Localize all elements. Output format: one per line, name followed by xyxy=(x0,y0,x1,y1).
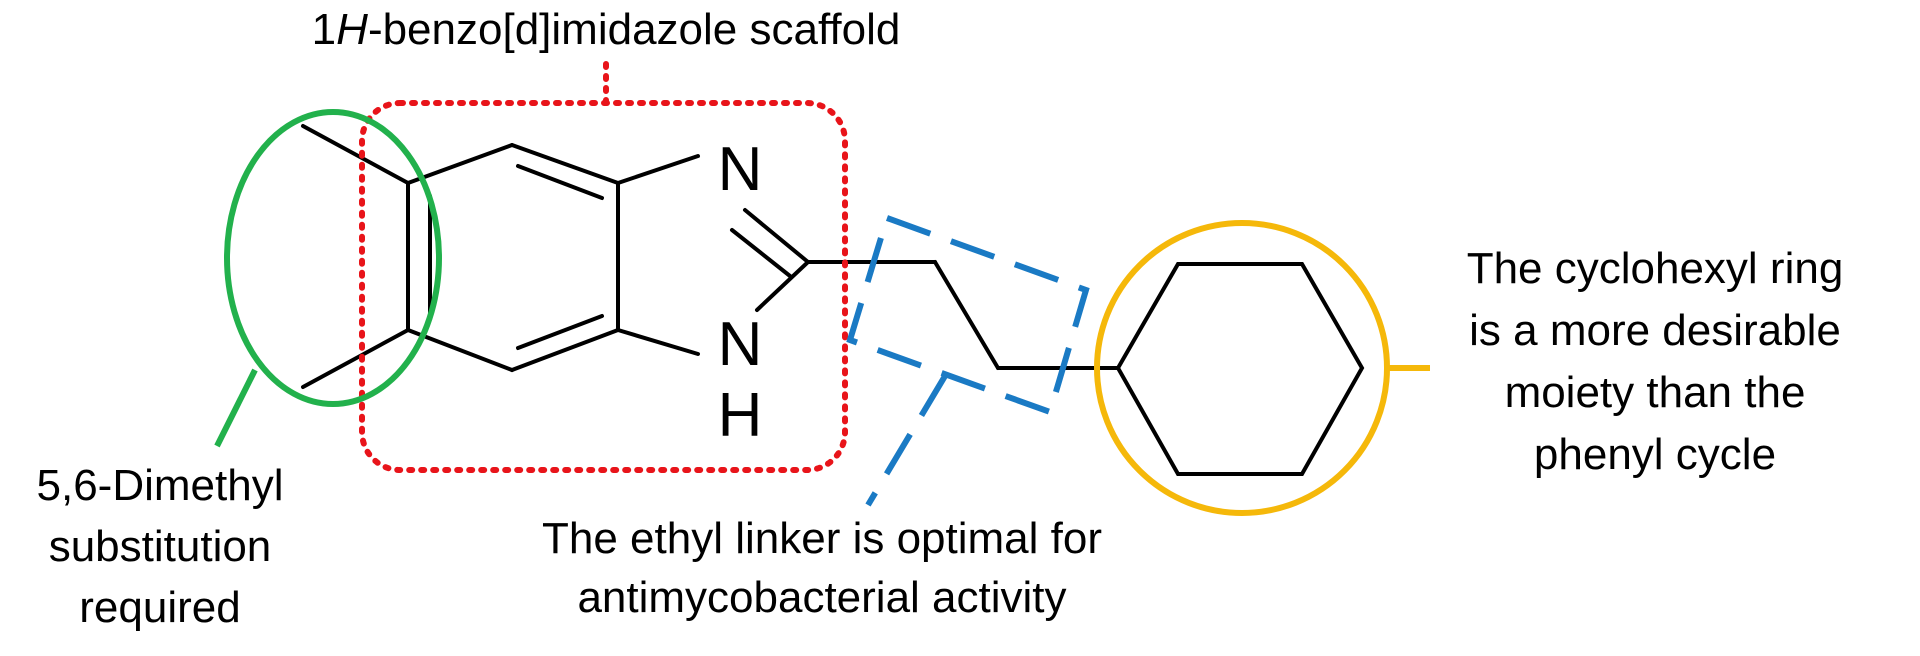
benzene-bond-2 xyxy=(510,143,620,185)
scaffold-highlight xyxy=(359,61,848,473)
benzene-bond-1 xyxy=(406,143,514,185)
imidazole-bond-c2-nh xyxy=(755,260,810,312)
benzene-bond-4 xyxy=(510,328,620,372)
cyclohexyl-line-4: phenyl cycle xyxy=(1534,430,1776,479)
dimethyl-ellipse xyxy=(224,109,442,407)
dimethyl-callout-line xyxy=(214,368,258,448)
imidazole-double-n-c2 xyxy=(730,228,792,278)
methyl-top xyxy=(301,124,410,185)
scaffold-title-suffix: -benzo[d]imidazole scaffold xyxy=(368,5,900,54)
cyclohexyl-annotation: The cyclohexyl ring is a more desirable … xyxy=(1467,244,1844,479)
benzene-double-top xyxy=(516,164,604,200)
imidazole-bond-n-c2 xyxy=(743,208,810,264)
hydrogen-label: H xyxy=(718,381,763,450)
linker-line-1: The ethyl linker is optimal for xyxy=(542,514,1102,563)
dimethyl-line-3: required xyxy=(79,583,240,632)
dimethyl-line-2: substitution xyxy=(49,522,272,571)
cyclohexyl-line-3: moiety than the xyxy=(1505,368,1806,417)
dimethyl-line-1: 5,6-Dimethyl xyxy=(37,461,284,510)
linker-box xyxy=(846,214,1090,416)
nitrogen-bottom-label: N xyxy=(718,310,763,379)
methyl-bottom xyxy=(301,328,410,389)
linker-annotation: The ethyl linker is optimal for antimyco… xyxy=(542,514,1102,622)
cyclohexyl-line-1: The cyclohexyl ring xyxy=(1467,244,1844,293)
cyclohexyl-circle xyxy=(1094,220,1390,516)
scaffold-title-prefix: 1 xyxy=(312,5,336,54)
linker-highlight xyxy=(846,214,1090,507)
imidazole-bond-c-n-top xyxy=(616,154,700,185)
cyclohexyl-line-2: is a more desirable xyxy=(1469,306,1841,355)
cyclohexyl-ring xyxy=(1115,262,1365,476)
linker-bond-2 xyxy=(933,260,1000,370)
dimethyl-annotation: 5,6-Dimethyl substitution required xyxy=(37,461,284,632)
scaffold-title-italic: H xyxy=(336,5,368,54)
linker-callout-line xyxy=(865,374,948,507)
scaffold-title: 1H-benzo[d]imidazole scaffold xyxy=(312,5,901,54)
dimethyl-highlight xyxy=(214,109,442,448)
linker-line-2: antimycobacterial activity xyxy=(577,573,1066,622)
molecule-structure xyxy=(301,124,1365,476)
benzene-double-bottom xyxy=(516,314,604,350)
cyclohexyl-highlight xyxy=(1094,220,1430,516)
imidazole-bond-nh-c xyxy=(616,328,700,356)
nitrogen-top-label: N xyxy=(718,135,763,204)
